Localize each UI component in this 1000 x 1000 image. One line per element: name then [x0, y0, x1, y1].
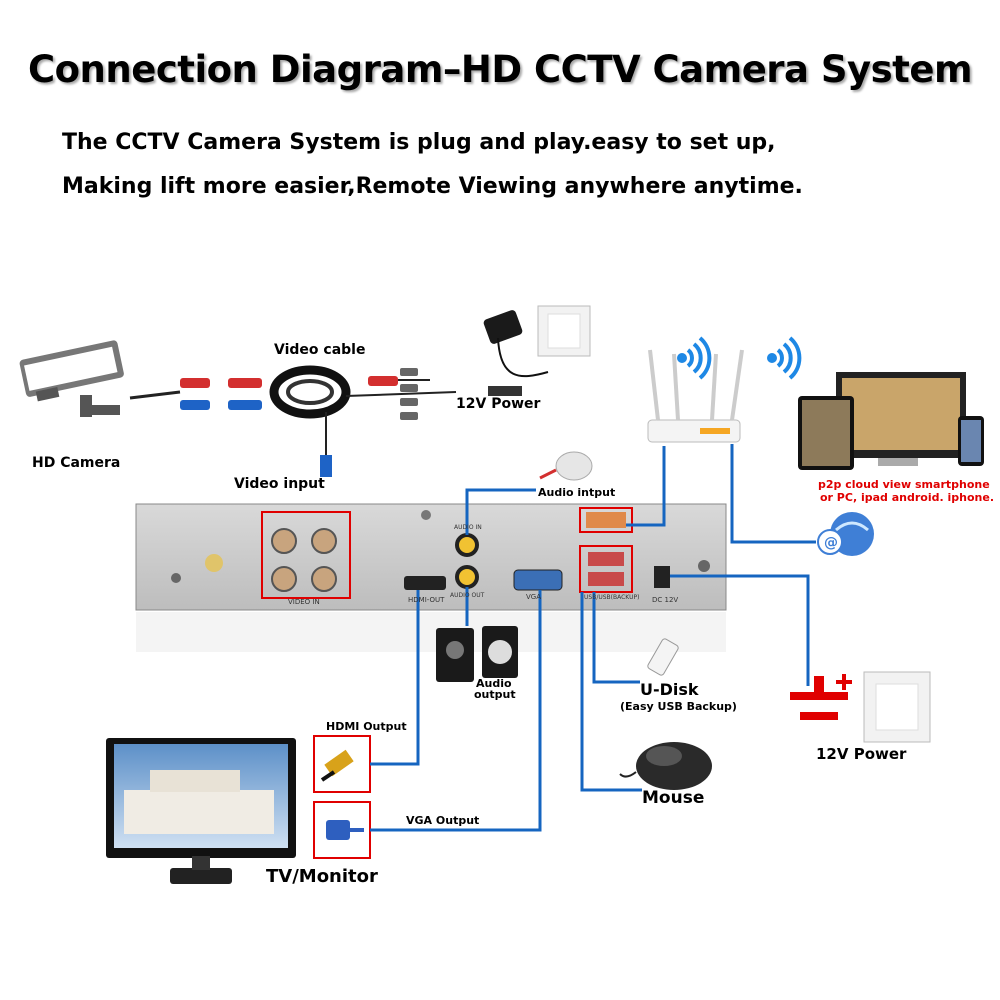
power-adapter-icon	[483, 305, 591, 396]
wifi-icon	[677, 336, 712, 380]
video-cable-icon	[129, 365, 457, 477]
audio-output-label-2: output	[474, 688, 516, 701]
speaker-icon	[436, 626, 518, 682]
video-input-label: Video input	[234, 476, 325, 492]
dvr-dc-label: DC 12V	[652, 596, 679, 604]
svg-text:@: @	[824, 535, 838, 551]
router-icon	[647, 349, 744, 443]
subtitle-line-1: The CCTV Camera System is plug and play.…	[62, 130, 776, 155]
hd-camera-label: HD Camera	[32, 455, 121, 471]
tv-monitor-label: TV/Monitor	[266, 866, 378, 887]
microphone-icon	[539, 451, 593, 481]
vga-output-label: VGA Output	[406, 814, 480, 827]
video-cable-label: Video cable	[274, 342, 366, 358]
audio-input-label: Audio intput	[538, 486, 616, 499]
connection-wires	[370, 444, 816, 832]
page-title: Connection Diagram–HD CCTV Camera System	[27, 48, 973, 91]
mouse-label: Mouse	[642, 788, 705, 808]
wifi-icon	[767, 336, 802, 380]
power-top-label: 12V Power	[456, 396, 541, 412]
p2p-label-line-1: p2p cloud view smartphone	[818, 478, 990, 491]
udisk-label: U-Disk	[640, 680, 699, 699]
hdmi-cable-icon	[313, 735, 371, 793]
internet-globe-icon: @	[817, 512, 874, 556]
mouse-icon	[619, 742, 712, 790]
dc-power-symbol	[790, 674, 852, 720]
subtitle-line-2: Making lift more easier,Remote Viewing a…	[62, 174, 803, 199]
hdmi-output-label: HDMI Output	[326, 720, 407, 733]
dvr-audio-out-label: AUDIO OUT	[450, 592, 485, 599]
vga-cable-icon	[313, 801, 371, 859]
dvr-audio-in-label: AUDIO IN	[454, 524, 482, 531]
dvr-hdmi-label: HDMI-OUT	[408, 596, 445, 604]
devices-icon	[798, 372, 984, 470]
hd-camera-icon	[19, 340, 124, 417]
dvr-usb-label: USB/USB(BACKUP)	[584, 594, 640, 601]
udisk-sublabel: (Easy USB Backup)	[620, 700, 737, 713]
tv-monitor-icon	[106, 738, 296, 884]
dvr-vga-label: VGA	[526, 593, 542, 601]
usb-disk-icon	[647, 638, 679, 676]
audio-output-label-1: Audio	[476, 677, 512, 690]
dvr-video-in-label: VIDEO IN	[288, 598, 320, 606]
dvr-back-panel	[135, 503, 727, 652]
wall-socket-icon	[863, 671, 931, 743]
p2p-label-line-2: or PC, ipad android. iphone.	[820, 491, 994, 504]
power-right-label: 12V Power	[816, 745, 907, 763]
